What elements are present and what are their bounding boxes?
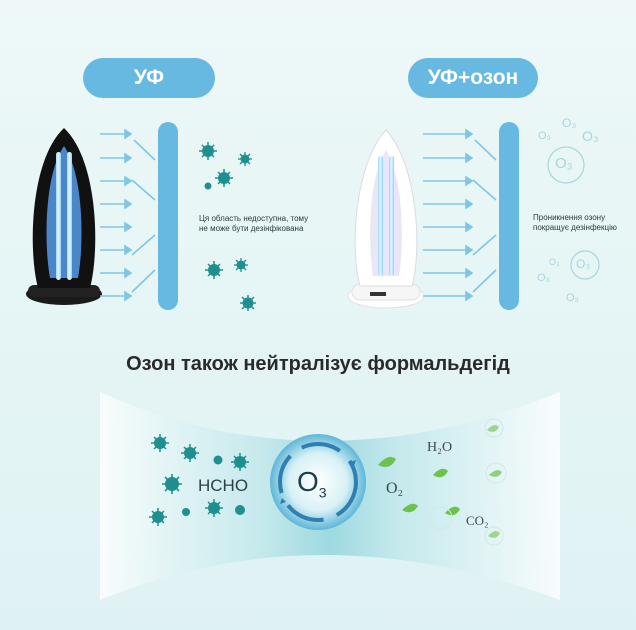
ozone-bubble-label: O₃	[537, 272, 551, 284]
h2o-label: H₂O	[427, 440, 453, 455]
ozone-bubble-label: O₃	[555, 155, 573, 172]
ozone-bubble-label: O₃	[576, 257, 591, 271]
uv-lamp-black	[26, 128, 102, 305]
co2-label: CO₂	[466, 513, 489, 528]
barrier-right	[499, 122, 519, 310]
virus-cluster-bottom	[149, 434, 249, 526]
ozone-bubble-label: O₃	[566, 292, 580, 304]
virus-cluster-top	[199, 142, 256, 311]
uv-rays-right	[423, 128, 497, 302]
uv-ozone-lamp-white	[347, 129, 425, 309]
o3-label: O3	[297, 466, 327, 501]
uv-note: Ця область недоступна, тому не може бути…	[199, 214, 309, 233]
ozone-bubble-label: O₃	[538, 130, 552, 142]
formaldehyde-title: Озон також нейтралізує формальдегід	[126, 353, 510, 375]
o3-orb	[270, 434, 366, 530]
ozone-bubbles	[547, 146, 600, 280]
leaf-icons	[378, 425, 502, 538]
ozone-bubble-label: O₃	[549, 257, 560, 267]
ozone-bubble-label: O₃	[562, 116, 577, 130]
hcho-label: HCHO	[198, 476, 249, 495]
barrier-left	[158, 122, 178, 310]
uv-mode-label: УФ	[83, 58, 215, 98]
o2-label: O₂	[386, 480, 404, 497]
ozone-bubble-label: O₃	[582, 128, 599, 144]
leaf-bubbles	[429, 418, 507, 546]
uv-rays-left	[100, 128, 156, 302]
ozone-note: Проникнення озону покращує дезінфекцію	[533, 213, 617, 232]
uv-ozone-mode-label: УФ+озон	[408, 58, 538, 98]
